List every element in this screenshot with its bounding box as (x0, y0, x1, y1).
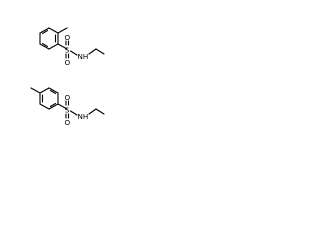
molecule-1-sulfur-label: S (65, 46, 70, 55)
ring-bond (39, 43, 50, 50)
structure-canvas: O S O NH (0, 0, 152, 152)
molecule-2-s-n-bond (69, 110, 78, 116)
molecule-1-ethyl-bond (95, 48, 105, 55)
ring-double-bond (41, 29, 49, 35)
ring-bond (48, 43, 59, 50)
molecule-2-ethyl-bond (95, 108, 105, 115)
ring-bond (39, 27, 50, 34)
ring-double-bond (49, 102, 57, 108)
ring-bond (39, 87, 50, 94)
molecule-1: O S O NH (39, 27, 105, 67)
ring-bond (48, 103, 59, 110)
chemical-structures-drawing: O S O NH (30, 27, 105, 127)
ring-bond (48, 27, 59, 34)
molecule-2-amine-label: NH (78, 112, 89, 121)
molecule-2-sulfur-label: S (65, 106, 70, 115)
molecule-2-oxygen-bottom-label: O (65, 118, 71, 127)
molecule-1-s-n-bond (69, 50, 78, 56)
ring-bond (48, 87, 59, 94)
molecule-1-oxygen-bottom-label: O (65, 58, 71, 67)
molecule-1-amine-label: NH (78, 52, 89, 61)
ring-bond (39, 103, 50, 110)
molecule-2-c-s-bond (57, 103, 68, 110)
molecule-2: O S O NH (30, 87, 105, 127)
molecule-2-ethyl-bond (88, 108, 97, 115)
molecule-1-oxygen-top-label: O (65, 33, 71, 42)
molecule-2-methyl-bond (30, 87, 41, 94)
molecule-1-benzene-ring (39, 27, 59, 50)
molecule-1-ethyl-bond (88, 48, 97, 55)
ring-double-bond (41, 42, 49, 48)
ring-double-bond (49, 89, 57, 95)
molecule-2-oxygen-top-label: O (65, 93, 71, 102)
molecule-1-methyl-bond (57, 27, 68, 34)
molecule-1-c-s-bond (57, 43, 68, 50)
molecule-2-benzene-ring (39, 87, 59, 110)
